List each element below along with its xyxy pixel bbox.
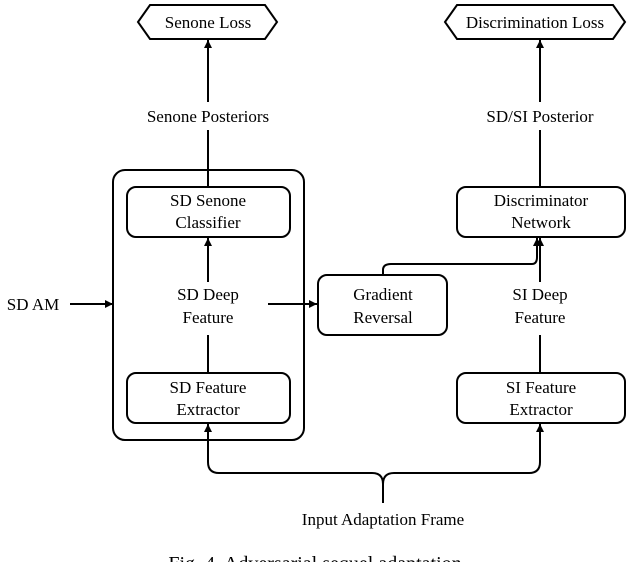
sd-si-posterior-label: SD/SI Posterior — [486, 107, 594, 126]
discrimination-loss-node — [443, 4, 627, 40]
senone-posteriors-label: Senone Posteriors — [147, 107, 269, 126]
arrow-input-to-sd-extractor — [204, 424, 384, 503]
sd-feature-extractor-label-1: SD Feature — [170, 378, 247, 397]
sd-am-label: SD AM — [7, 295, 59, 314]
sd-deep-feature-label-2: Feature — [183, 308, 234, 327]
si-feature-extractor-label-1: SI Feature — [506, 378, 576, 397]
si-feature-extractor-label-2: Extractor — [509, 400, 573, 419]
gradient-reversal-label-1: Gradient — [353, 285, 413, 304]
figure-caption: Fig. 4. Adversarial sequel adaptation — [168, 553, 461, 562]
sd-deep-feature-label-1: SD Deep — [177, 285, 239, 304]
gradient-reversal-label-2: Reversal — [353, 308, 413, 327]
senone-loss-node — [136, 4, 279, 40]
sd-senone-classifier-label-1: SD Senone — [170, 191, 246, 210]
si-deep-feature-label-2: Feature — [515, 308, 566, 327]
senone-loss-label: Senone Loss — [165, 13, 251, 32]
arrow-gradient-reversal-to-discriminator — [382, 238, 541, 275]
input-adaptation-frame-label: Input Adaptation Frame — [302, 510, 464, 529]
si-deep-feature-label-1: SI Deep — [512, 285, 567, 304]
discriminator-network-label-2: Network — [511, 213, 571, 232]
sd-senone-classifier-label-2: Classifier — [175, 213, 240, 232]
sd-feature-extractor-label-2: Extractor — [176, 400, 240, 419]
discrimination-loss-label: Discrimination Loss — [466, 13, 604, 32]
arrow-input-to-si-extractor — [382, 424, 544, 485]
discriminator-network-label-1: Discriminator — [494, 191, 589, 210]
